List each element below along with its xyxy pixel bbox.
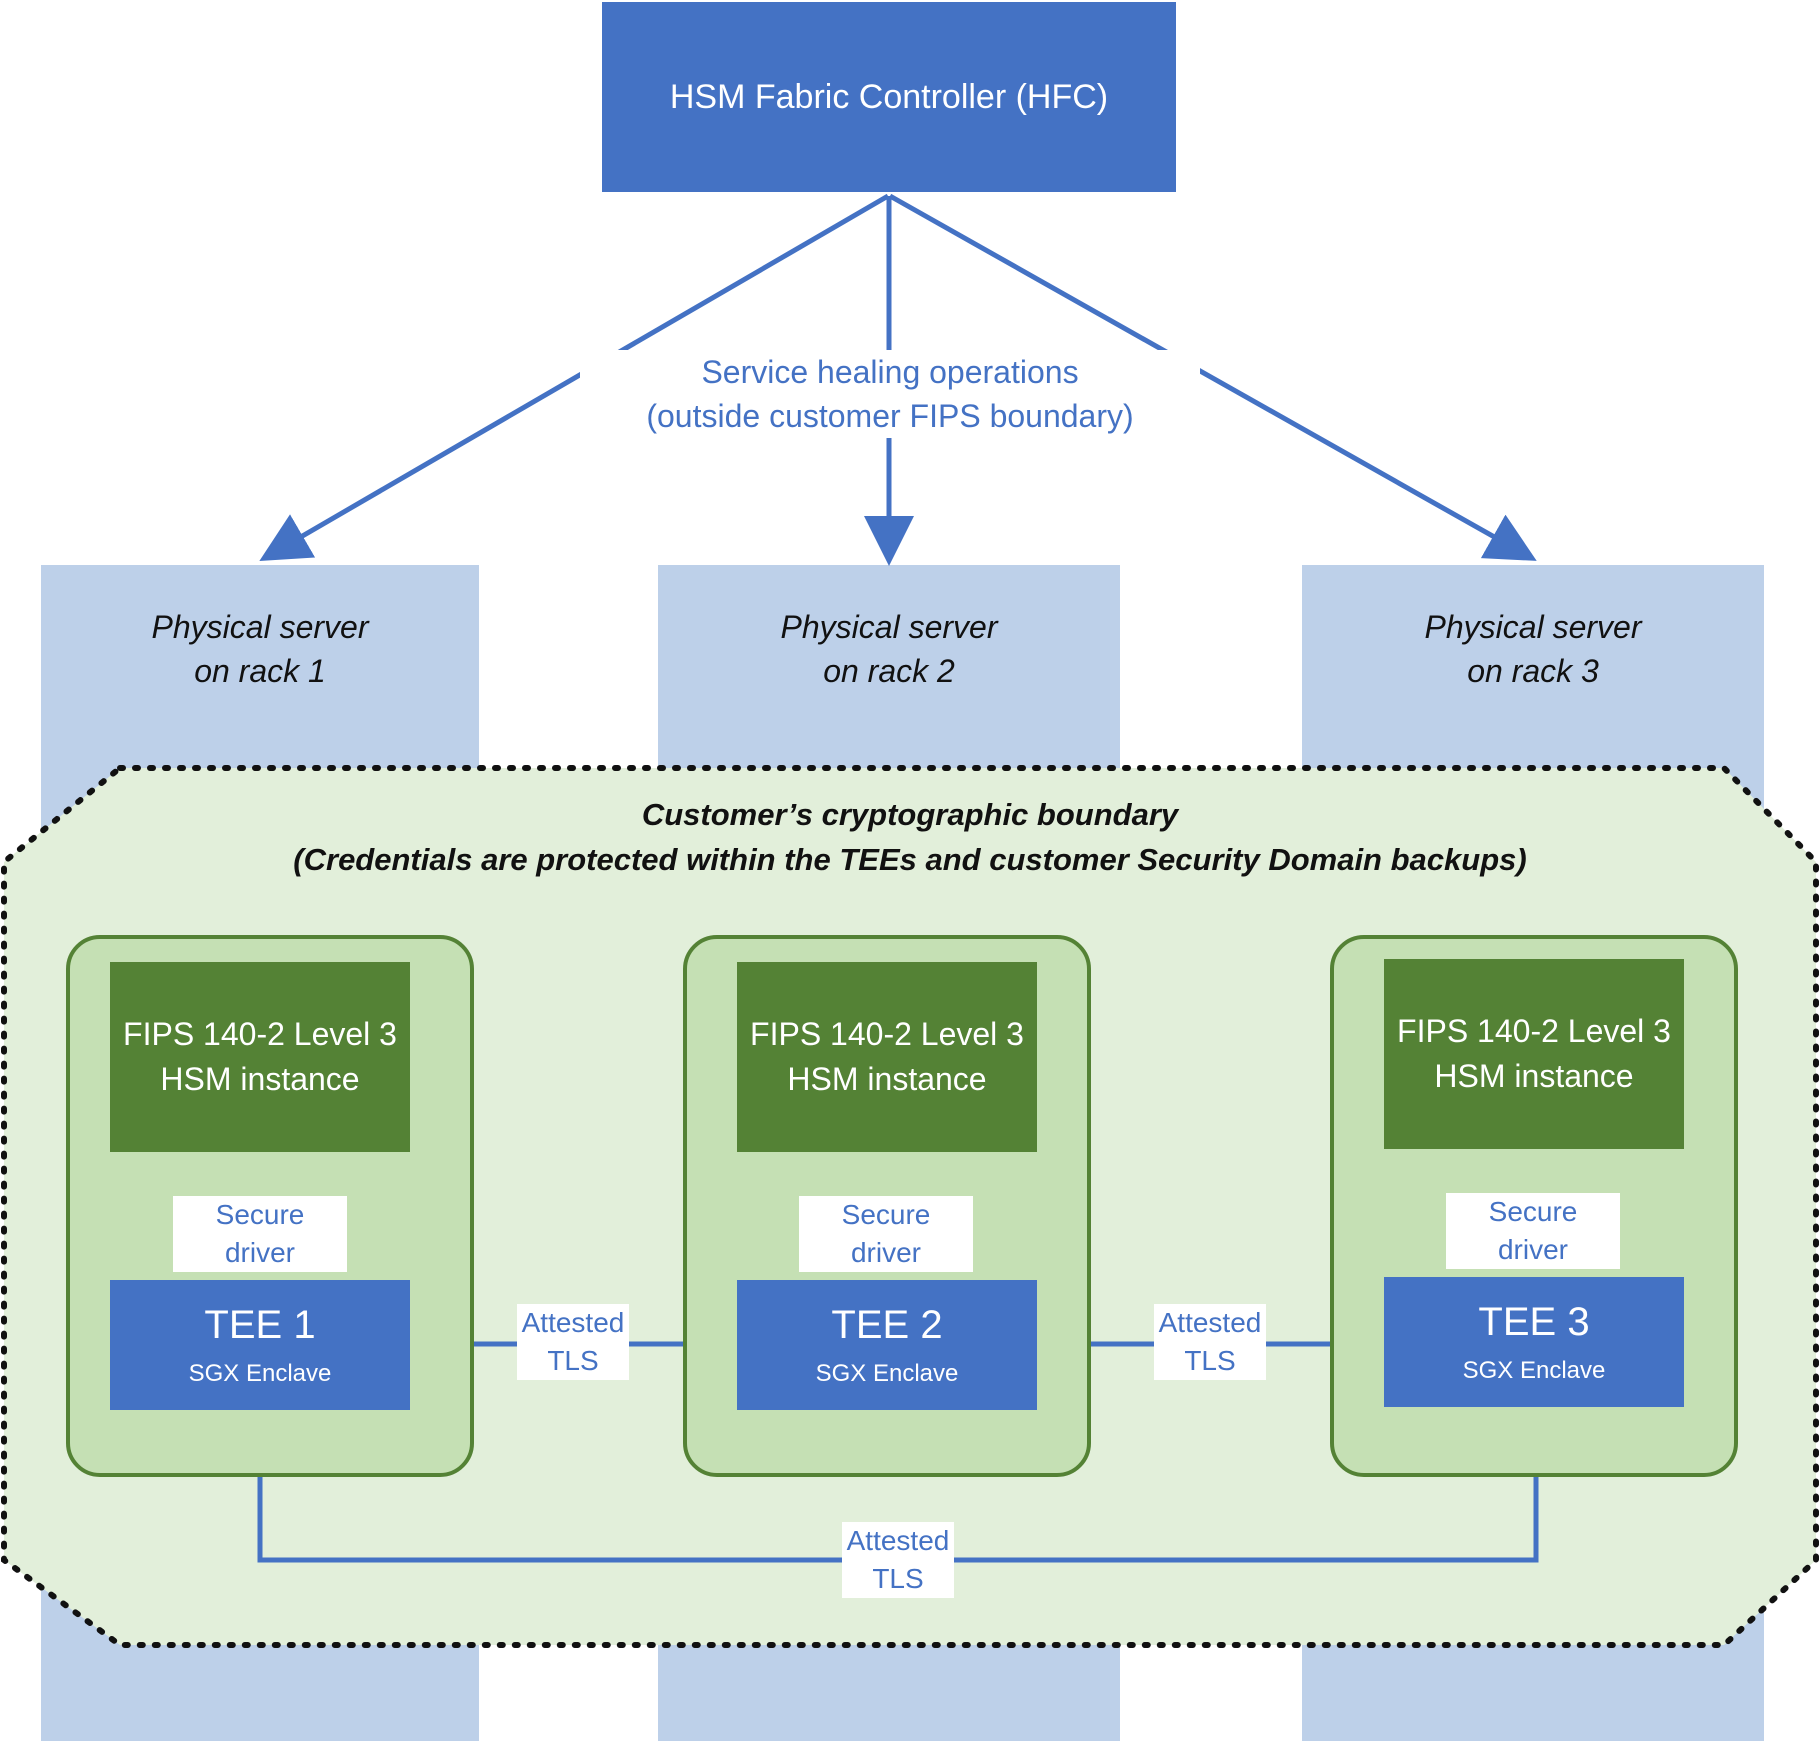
tee-1-box: TEE 1 SGX Enclave xyxy=(110,1280,410,1410)
server-rack-3-line2: on rack 3 xyxy=(1467,653,1599,689)
tee-3-box: TEE 3 SGX Enclave xyxy=(1384,1277,1684,1407)
attested-tls-label-2-3-line2: TLS xyxy=(1184,1345,1236,1376)
hsm-instance-1: FIPS 140-2 Level 3 HSM instance xyxy=(110,962,410,1152)
hsm-instance-1-line1: FIPS 140-2 Level 3 xyxy=(123,1016,397,1052)
hfc-to-rack-3-arrow xyxy=(888,193,1537,561)
server-rack-2-line2: on rack 2 xyxy=(823,653,955,689)
boundary-title: Customer’s cryptographic boundary (Crede… xyxy=(120,792,1700,882)
server-rack-2-label: Physical server on rack 2 xyxy=(658,605,1120,693)
server-rack-2-line1: Physical server xyxy=(780,609,998,645)
secure-driver-label-3: Secure driver xyxy=(1446,1193,1620,1269)
server-rack-1-label: Physical server on rack 1 xyxy=(41,605,479,693)
hsm-instance-2: FIPS 140-2 Level 3 HSM instance xyxy=(737,962,1037,1152)
hfc-to-rack-1-arrow xyxy=(259,193,890,562)
hsm-instance-3-line2: HSM instance xyxy=(1434,1058,1634,1094)
attested-tls-label-2-3-line1: Attested xyxy=(1158,1307,1262,1338)
attested-tls-label-1-2: Attested TLS xyxy=(517,1304,629,1380)
service-healing-label: Service healing operations (outside cust… xyxy=(580,350,1200,438)
tee-2-box: TEE 2 SGX Enclave xyxy=(737,1280,1037,1410)
server-rack-3-line1: Physical server xyxy=(1424,609,1642,645)
hfc-box: HSM Fabric Controller (HFC) xyxy=(602,2,1176,192)
tee-2-name: TEE 2 xyxy=(831,1303,943,1347)
service-healing-line2: (outside customer FIPS boundary) xyxy=(646,398,1134,434)
server-rack-3-label: Physical server on rack 3 xyxy=(1302,605,1764,693)
hsm-instance-1-line2: HSM instance xyxy=(160,1061,360,1097)
tee-2-enclave: SGX Enclave xyxy=(815,1360,959,1387)
tee-3-name: TEE 3 xyxy=(1478,1300,1590,1344)
secure-driver-label-1: Secure driver xyxy=(173,1196,347,1272)
boundary-title-line2: (Credentials are protected within the TE… xyxy=(293,842,1527,877)
server-rack-1-line1: Physical server xyxy=(151,609,369,645)
hsm-instance-3-line1: FIPS 140-2 Level 3 xyxy=(1397,1013,1671,1049)
attested-tls-label-1-2-line2: TLS xyxy=(547,1345,599,1376)
attested-tls-label-1-3: Attested TLS xyxy=(842,1522,954,1598)
attested-tls-label-1-3-line1: Attested xyxy=(846,1525,950,1556)
hsm-instance-2-line2: HSM instance xyxy=(787,1061,987,1097)
tee-1-enclave: SGX Enclave xyxy=(188,1360,332,1387)
attested-tls-label-2-3: Attested TLS xyxy=(1154,1304,1266,1380)
service-healing-line1: Service healing operations xyxy=(701,354,1079,390)
boundary-title-line1: Customer’s cryptographic boundary xyxy=(641,797,1179,832)
attested-tls-label-1-2-line1: Attested xyxy=(521,1307,625,1338)
tee-1-name: TEE 1 xyxy=(204,1303,316,1347)
server-rack-1-line2: on rack 1 xyxy=(194,653,326,689)
hsm-instance-2-line1: FIPS 140-2 Level 3 xyxy=(750,1016,1024,1052)
hsm-instance-3: FIPS 140-2 Level 3 HSM instance xyxy=(1384,959,1684,1149)
attested-tls-label-1-3-line2: TLS xyxy=(872,1563,924,1594)
tee-3-enclave: SGX Enclave xyxy=(1462,1357,1606,1384)
hfc-label: HSM Fabric Controller (HFC) xyxy=(669,77,1109,116)
secure-driver-label-2: Secure driver xyxy=(799,1196,973,1272)
